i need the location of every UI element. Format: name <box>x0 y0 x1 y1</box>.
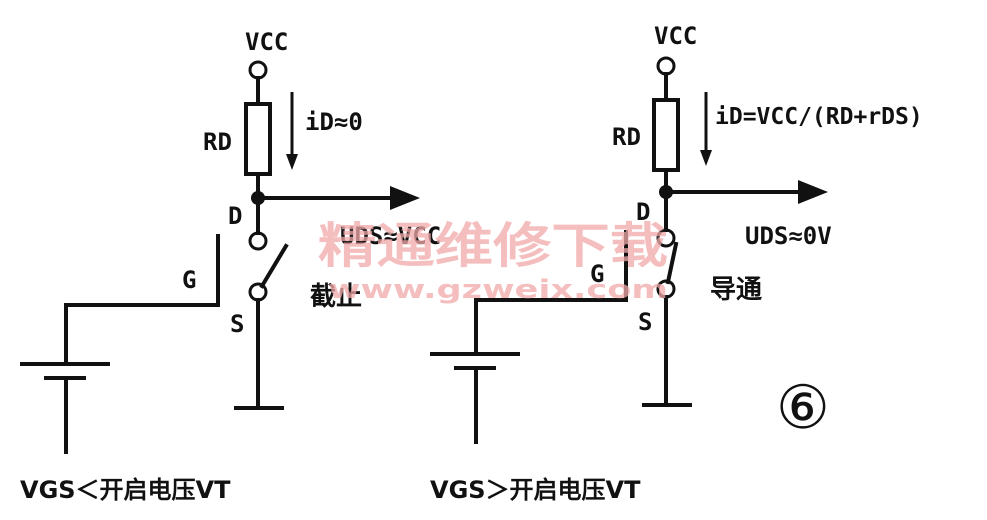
left-switch-bottom-contact <box>248 282 268 302</box>
right-vcc-label: VCC <box>654 22 697 50</box>
left-output-arrowhead <box>390 186 420 210</box>
left-uds-label: UDS≈VCC <box>340 222 441 250</box>
left-rd-label: RD <box>203 128 232 156</box>
watermark: 精通维修下载 www.gzweix.com <box>318 218 668 305</box>
left-switch-top-contact <box>248 231 268 251</box>
watermark-text: 精通维修下载 <box>318 218 668 274</box>
left-resistor-rd <box>244 102 272 176</box>
left-vcc-label: VCC <box>245 28 288 56</box>
right-switch-top-contact <box>656 228 676 248</box>
right-uds-label: UDS≈0V <box>745 222 832 250</box>
right-switch-blade-closed <box>665 241 679 285</box>
left-drain-label: D <box>228 202 242 230</box>
watermark-url: www.gzweix.com <box>328 275 668 305</box>
right-condition-label: VGS＞开启电压VT <box>430 476 641 504</box>
right-rd-label: RD <box>612 123 641 151</box>
left-current-label: iD≈0 <box>305 108 363 136</box>
right-state-label: 导通 <box>710 275 762 305</box>
left-current-arrowhead <box>286 154 298 170</box>
right-gate-wire <box>474 298 628 354</box>
right-current-label: iD=VCC/(RD+rDS) <box>715 104 923 130</box>
right-circuit: VCC RD iD=VCC/(RD+rDS) D G S UDS≈0 <box>430 22 923 504</box>
left-source-label: S <box>230 310 244 338</box>
right-resistor-rd <box>652 98 680 172</box>
left-state-label: 截止 <box>310 282 362 312</box>
left-condition-label: VGS＜开启电压VT <box>20 476 231 504</box>
right-output-arrowhead <box>798 180 828 204</box>
left-gate-label: G <box>182 266 196 294</box>
left-vcc-terminal <box>248 60 268 80</box>
right-source-label: S <box>638 308 652 336</box>
right-drain-label: D <box>636 198 650 226</box>
left-gate-wire <box>64 303 220 364</box>
left-circuit: VCC RD iD≈0 D G S UDS≈VCC 截止 <box>20 28 441 504</box>
right-gate-label: G <box>590 260 604 288</box>
right-vcc-terminal <box>656 56 676 76</box>
left-switch-blade-open <box>259 243 289 289</box>
figure-number: ⑥ <box>776 373 830 443</box>
right-current-arrowhead <box>700 150 712 166</box>
